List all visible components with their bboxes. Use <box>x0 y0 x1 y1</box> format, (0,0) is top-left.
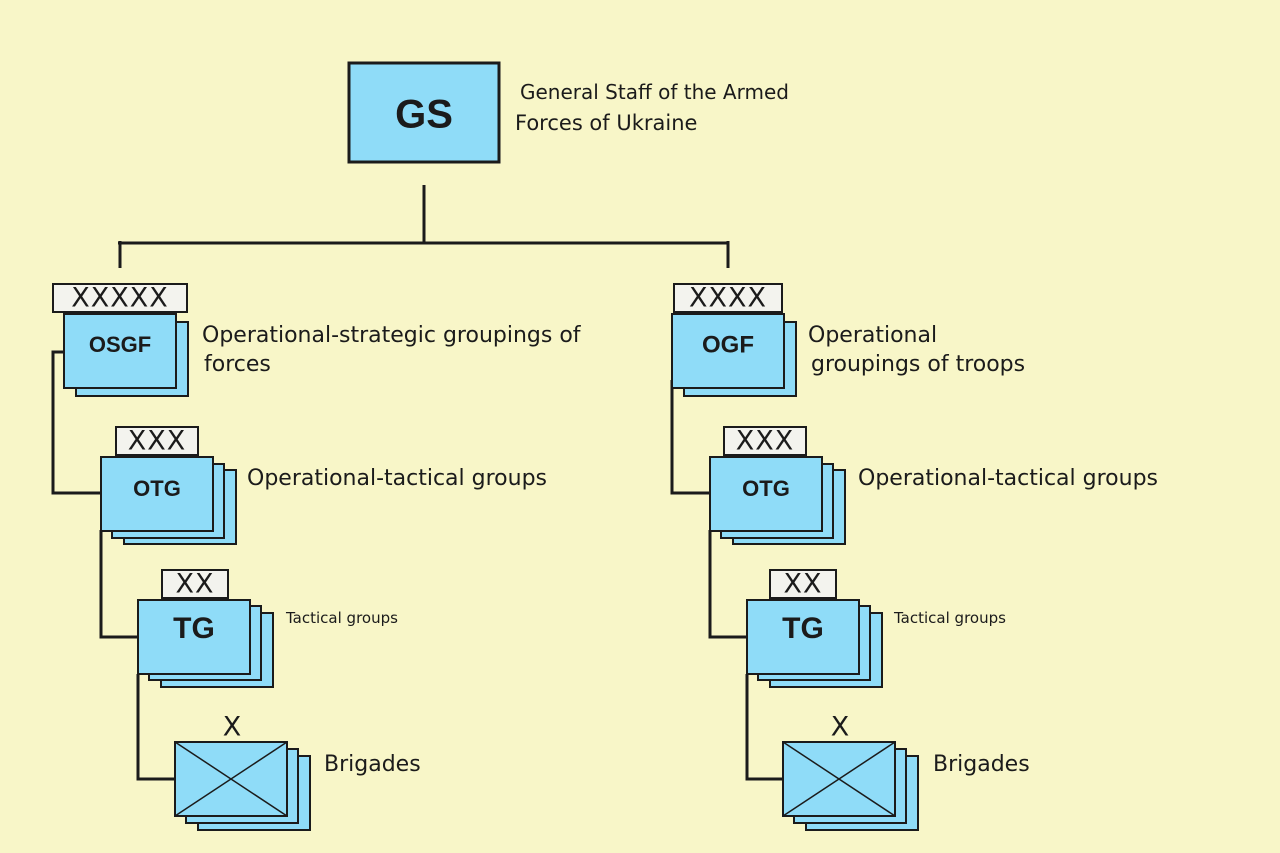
tg-abbr-left: TG <box>173 612 215 645</box>
gs-node: GS <box>347 61 501 164</box>
brigade-node-right: X <box>782 712 919 831</box>
ogf-label-line2: groupings of troops <box>811 352 1026 377</box>
otg-marker-text-left: XXX <box>128 426 187 457</box>
tg-abbr-right: TG <box>782 612 824 645</box>
osgf-label-line2: forces <box>204 352 271 377</box>
brigade-node-left: X <box>174 712 311 831</box>
ogf-marker <box>673 283 783 313</box>
tg-node-right: XX TG <box>746 569 883 688</box>
osgf-marker <box>52 283 188 313</box>
ogf-abbr: OGF <box>702 331 754 358</box>
otg-marker-text-right: XXX <box>736 426 795 457</box>
tg-label-right: Tactical groups <box>894 609 1006 627</box>
ogf-marker-text: XXXX <box>689 283 767 314</box>
brigade-label-right: Brigades <box>933 752 1030 777</box>
tg-label-left: Tactical groups <box>286 609 398 627</box>
gs-abbr: GS <box>395 93 453 137</box>
brigade-label-left: Brigades <box>324 752 421 777</box>
tg-marker-text-right: XX <box>784 569 823 600</box>
osgf-label-line1: Operational-strategic groupings of <box>202 323 581 348</box>
osgf-node: XXXXX OSGF <box>52 283 189 397</box>
otg-abbr-right: OTG <box>742 476 790 501</box>
otg-node-left: XXX OTG <box>100 426 237 545</box>
otg-marker-right <box>723 426 807 456</box>
ogf-node: XXXX OGF <box>671 283 797 397</box>
tg-marker-right <box>769 569 837 599</box>
otg-label-right: Operational-tactical groups <box>858 466 1158 491</box>
tg-marker-left <box>161 569 229 599</box>
ogf-label-line1: Operational <box>808 323 938 348</box>
otg-node-right: XXX OTG <box>709 426 846 545</box>
gs-label-line1: General Staff of the Armed <box>520 80 789 104</box>
tg-node-left: XX TG <box>137 569 274 688</box>
osgf-marker-text: XXXXX <box>71 283 168 314</box>
otg-label-left: Operational-tactical groups <box>247 466 547 491</box>
otg-marker-left <box>115 426 199 456</box>
connector-lines <box>51 185 783 781</box>
brigade-marker-right: X <box>831 712 850 743</box>
otg-abbr-left: OTG <box>133 476 181 501</box>
osgf-abbr: OSGF <box>89 332 151 357</box>
brigade-marker-left: X <box>223 712 242 743</box>
gs-label-line2: Forces of Ukraine <box>515 111 698 135</box>
tg-marker-text-left: XX <box>176 569 215 600</box>
